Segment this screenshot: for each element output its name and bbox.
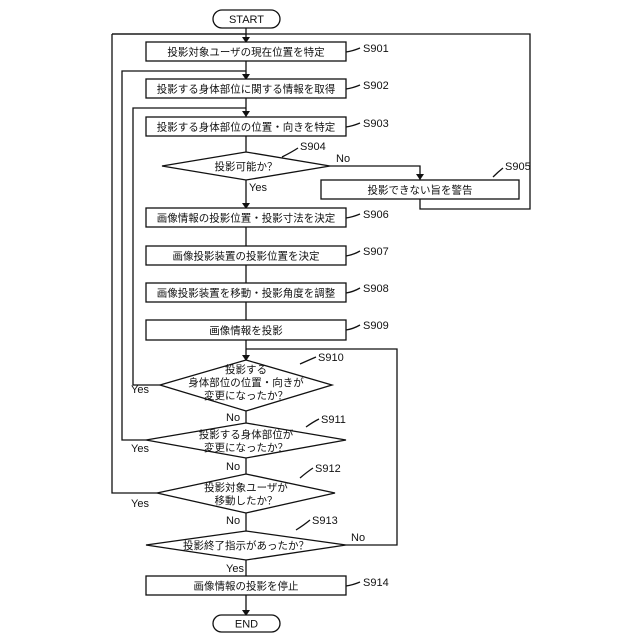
step-s907-box: 画像投影装置の投影位置を決定 [146,246,346,265]
s904-no-label: No [336,153,350,165]
decision-s913-text: 投影終了指示があったか？ [183,539,309,552]
decision-s912-line-1: 投影対象ユーザが [204,481,288,494]
step-s914-text: 画像情報の投影を停止 [194,580,299,593]
s911-yes-label: Yes [131,443,149,455]
s910-no-label: No [226,412,240,424]
decision-s904: 投影可能か？ [162,152,330,180]
decision-s910: 投影する 身体部位の位置・向きが 変更になったか？ [160,360,332,411]
step-s906-text: 画像情報の投影位置・投影寸法を決定 [157,212,336,225]
step-s909-text: 画像情報を投影 [209,324,283,337]
s912-yes-label: Yes [131,498,149,510]
decision-s910-line-2: 身体部位の位置・向きが [188,376,304,389]
step-s903-box: 投影する身体部位の位置・向きを特定 [146,117,346,136]
start-terminal: START [213,10,280,28]
decision-s913: 投影終了指示があったか？ [146,531,346,560]
step-s906-number: S906 [363,209,389,221]
step-s907-number: S907 [363,246,389,258]
start-label: START [229,14,264,26]
decision-s912-line-2: 移動したか？ [215,494,278,507]
step-s903-text: 投影する身体部位の位置・向きを特定 [157,121,336,134]
decision-s912: 投影対象ユーザが 移動したか？ [157,474,335,513]
s911-no-label: No [226,461,240,473]
step-s905-number: S905 [505,161,531,173]
decision-s911-line-2: 変更になったか？ [204,441,288,454]
step-s902-box: 投影する身体部位に関する情報を取得 [146,79,346,98]
step-s909-box: 画像情報を投影 [146,320,346,340]
step-s905-text: 投影できない旨を警告 [368,184,473,197]
end-terminal: END [213,615,280,632]
step-s911-number: S911 [321,414,346,426]
step-s902-number: S902 [363,80,389,92]
step-s912-number: S912 [315,463,341,475]
step-s914-box: 画像情報の投影を停止 [146,576,346,595]
s904-yes-label: Yes [249,182,267,194]
decision-s904-text: 投影可能か？ [215,160,278,173]
s913-yes-label: Yes [226,563,244,575]
step-s909-number: S909 [363,320,389,332]
step-s906-box: 画像情報の投影位置・投影寸法を決定 [146,208,346,227]
decision-s910-line-3: 変更になったか？ [204,389,288,402]
step-s910-number: S910 [318,352,344,364]
end-label: END [235,619,258,631]
step-s901-box: 投影対象ユーザの現在位置を特定 [146,42,346,61]
step-s905-box: 投影できない旨を警告 [321,180,519,199]
step-s908-box: 画像投影装置を移動・投影角度を調整 [146,283,346,302]
s913-no-label: No [351,532,365,544]
s910-yes-label: Yes [131,384,149,396]
step-s901-text: 投影対象ユーザの現在位置を特定 [167,46,325,59]
step-s902-text: 投影する身体部位に関する情報を取得 [157,83,336,96]
step-s901-number: S901 [363,43,389,55]
step-s907-text: 画像投影装置の投影位置を決定 [173,250,320,263]
step-s904-number: S904 [300,141,326,153]
step-s908-text: 画像投影装置を移動・投影角度を調整 [157,287,336,300]
decision-s911: 投影する身体部位が 変更になったか？ [146,423,346,458]
step-s908-number: S908 [363,283,389,295]
step-s913-number: S913 [312,515,338,527]
step-s914-number: S914 [363,577,389,589]
s912-no-label: No [226,515,240,527]
decision-s910-line-1: 投影する [225,363,267,376]
decision-s911-line-1: 投影する身体部位が [199,428,294,441]
step-s903-number: S903 [363,118,389,130]
